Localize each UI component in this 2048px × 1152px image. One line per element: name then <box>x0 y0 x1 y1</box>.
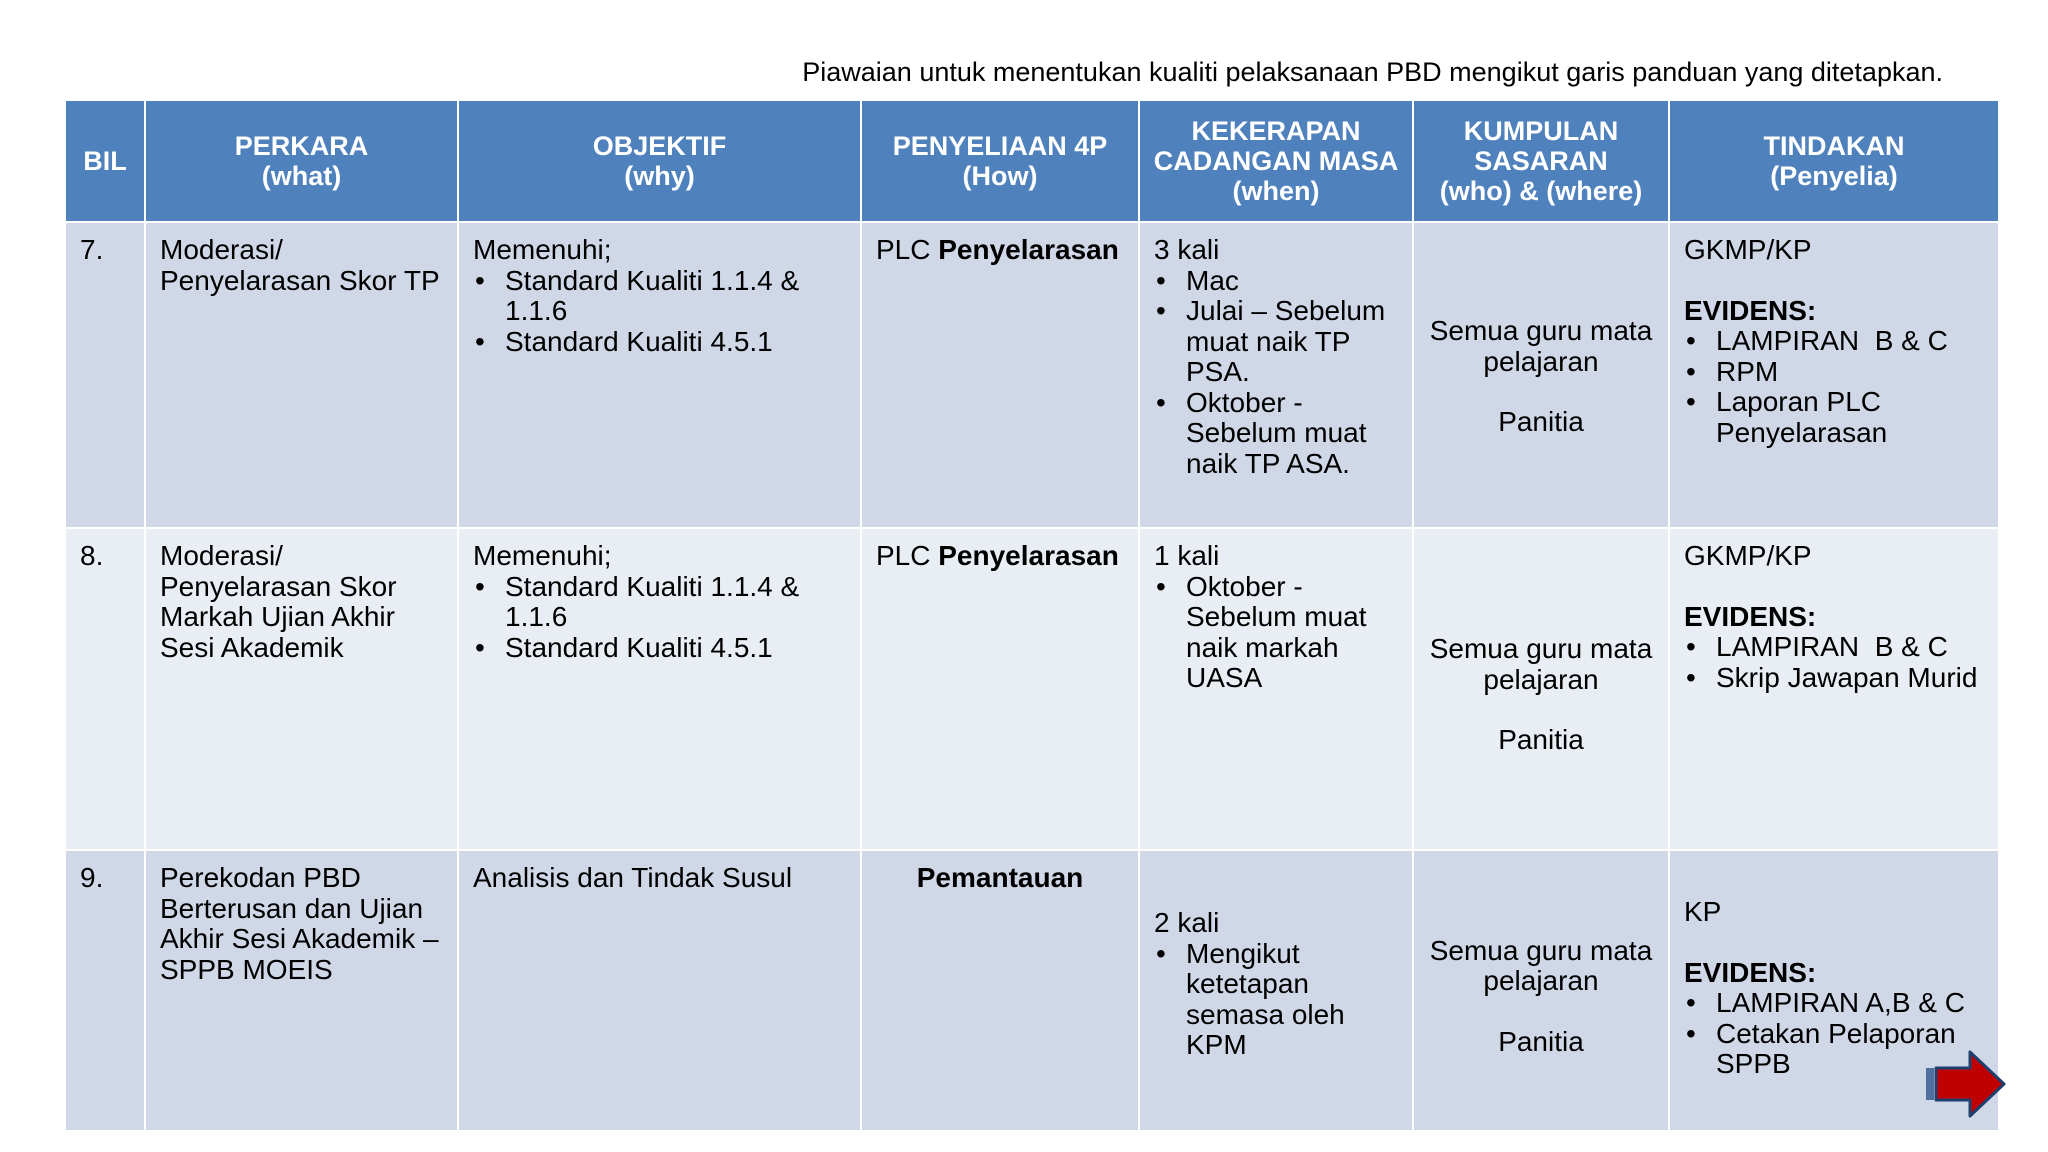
cell-kekerapan: 1 kali Oktober - Sebelum muat naik marka… <box>1138 527 1414 851</box>
header-tindakan: TINDAKAN (Penyelia) <box>1668 99 2000 223</box>
cell-penyeliaan: PLC Penyelarasan <box>860 527 1140 851</box>
cell-kekerapan: 2 kali Mengikut ketetapan semasa oleh KP… <box>1138 849 1414 1132</box>
evidens-list: LAMPIRAN A,B & C Cetakan Pelaporan SPPB <box>1684 987 1984 1080</box>
cell-kumpulan-sasaran: Semua guru mata pelajaran Panitia <box>1412 221 1670 529</box>
cell-objektif: Memenuhi; Standard Kualiti 1.1.4 & 1.1.6… <box>457 527 862 851</box>
list-item: Oktober - Sebelum muat naik markah UASA <box>1154 571 1398 694</box>
pbd-supervision-table: BIL PERKARA (what) OBJEKTIF (why) PENYEL… <box>64 99 2000 1132</box>
evidens-label: EVIDENS: <box>1684 600 1817 632</box>
next-arrow-icon[interactable] <box>1926 1048 2006 1120</box>
evidens-label: EVIDENS: <box>1684 956 1817 988</box>
list-item: Standard Kualiti 1.1.4 & 1.1.6 <box>473 571 846 633</box>
list-item: LAMPIRAN B & C <box>1684 325 1984 357</box>
list-item: Julai – Sebelum muat naik TP PSA. <box>1154 295 1398 388</box>
cell-tindakan: KP EVIDENS: LAMPIRAN A,B & C Cetakan Pel… <box>1668 849 2000 1132</box>
cell-bil: 7. <box>64 221 146 529</box>
cell-bil: 8. <box>64 527 146 851</box>
cell-penyeliaan: PLC Penyelarasan <box>860 221 1140 529</box>
list-item: RPM <box>1684 356 1984 388</box>
header-perkara: PERKARA (what) <box>144 99 459 223</box>
list-item: Standard Kualiti 4.5.1 <box>473 326 846 358</box>
list-item: Mengikut ketetapan semasa oleh KPM <box>1154 938 1398 1061</box>
cell-perkara: Moderasi/ Penyelarasan Skor Markah Ujian… <box>144 527 459 851</box>
header-bil: BIL <box>64 99 146 223</box>
cell-kumpulan-sasaran: Semua guru mata pelajaran Panitia <box>1412 849 1670 1132</box>
evidens-list: LAMPIRAN B & C RPM Laporan PLC Penyelara… <box>1684 325 1984 448</box>
header-penyeliaan: PENYELIAAN 4P (How) <box>860 99 1140 223</box>
header-objektif: OBJEKTIF (why) <box>457 99 862 223</box>
cell-kumpulan-sasaran: Semua guru mata pelajaran Panitia <box>1412 527 1670 851</box>
page-subtitle: Piawaian untuk menentukan kualiti pelaks… <box>802 57 1943 87</box>
list-item: Cetakan Pelaporan SPPB <box>1684 1018 1984 1080</box>
list-item: Laporan PLC Penyelarasan <box>1684 386 1984 448</box>
cell-penyeliaan: Pemantauan <box>860 849 1140 1132</box>
cell-perkara: Moderasi/ Penyelarasan Skor TP <box>144 221 459 529</box>
table-row: 9. Perekodan PBD Berterusan dan Ujian Ak… <box>64 849 2000 1132</box>
evidens-list: LAMPIRAN B & C Skrip Jawapan Murid <box>1684 631 1984 694</box>
list-item: LAMPIRAN B & C <box>1684 631 1984 663</box>
list-item: Standard Kualiti 1.1.4 & 1.1.6 <box>473 265 846 327</box>
cell-perkara: Perekodan PBD Berterusan dan Ujian Akhir… <box>144 849 459 1132</box>
table-row: 8. Moderasi/ Penyelarasan Skor Markah Uj… <box>64 527 2000 851</box>
table-header-row: BIL PERKARA (what) OBJEKTIF (why) PENYEL… <box>64 99 2000 223</box>
cell-objektif: Analisis dan Tindak Susul <box>457 849 862 1132</box>
list-item: Mac <box>1154 265 1398 297</box>
kekerapan-list: Oktober - Sebelum muat naik markah UASA <box>1154 571 1398 694</box>
objektif-list: Standard Kualiti 1.1.4 & 1.1.6 Standard … <box>473 571 846 664</box>
cell-kekerapan: 3 kali Mac Julai – Sebelum muat naik TP … <box>1138 221 1414 529</box>
header-kumpulan-sasaran: KUMPULAN SASARAN (who) & (where) <box>1412 99 1670 223</box>
cell-tindakan: GKMP/KP EVIDENS: LAMPIRAN B & C RPM Lapo… <box>1668 221 2000 529</box>
list-item: Skrip Jawapan Murid <box>1684 662 1984 694</box>
table-row: 7. Moderasi/ Penyelarasan Skor TP Memenu… <box>64 221 2000 529</box>
kekerapan-list: Mac Julai – Sebelum muat naik TP PSA. Ok… <box>1154 265 1398 480</box>
list-item: LAMPIRAN A,B & C <box>1684 987 1984 1019</box>
cell-tindakan: GKMP/KP EVIDENS: LAMPIRAN B & C Skrip Ja… <box>1668 527 2000 851</box>
kekerapan-list: Mengikut ketetapan semasa oleh KPM <box>1154 938 1398 1061</box>
list-item: Standard Kualiti 4.5.1 <box>473 632 846 664</box>
header-kekerapan: KEKERAPAN CADANGAN MASA (when) <box>1138 99 1414 223</box>
evidens-label: EVIDENS: <box>1684 294 1817 326</box>
cell-objektif: Memenuhi; Standard Kualiti 1.1.4 & 1.1.6… <box>457 221 862 529</box>
cell-bil: 9. <box>64 849 146 1132</box>
list-item: Oktober - Sebelum muat naik TP ASA. <box>1154 387 1398 480</box>
objektif-list: Standard Kualiti 1.1.4 & 1.1.6 Standard … <box>473 265 846 358</box>
